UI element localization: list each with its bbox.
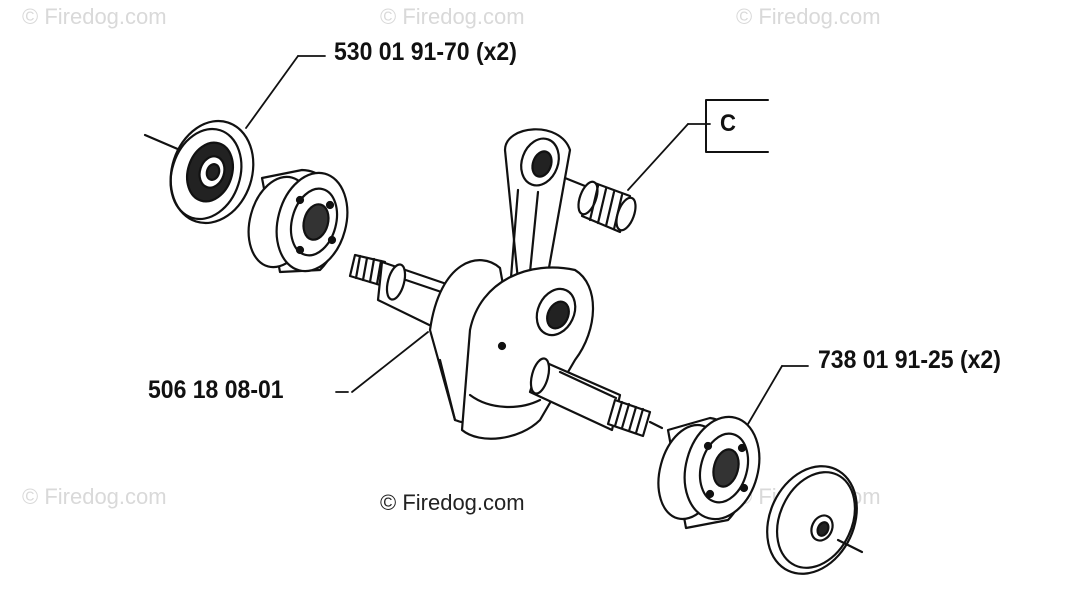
reference-letter: C xyxy=(720,110,736,137)
watermark: © Firedog.com xyxy=(22,484,167,509)
part-label-seal: 530 01 91-70 (x2) xyxy=(334,38,517,66)
axis-line xyxy=(143,133,182,152)
copyright-credit: © Firedog.com xyxy=(380,490,525,515)
leader-lines xyxy=(245,55,809,425)
bearing-left xyxy=(247,168,349,274)
thread-right xyxy=(606,398,664,438)
part-label-crankshaft: 506 18 08-01 xyxy=(148,376,284,404)
needle-bearing xyxy=(563,176,637,234)
watermark: © Firedog.com xyxy=(380,4,525,29)
bearing-right xyxy=(657,415,761,530)
reference-box xyxy=(705,99,769,153)
part-label-bearing: 738 01 91-25 (x2) xyxy=(818,346,1001,374)
watermark: © Firedog.com xyxy=(22,4,167,29)
seal-left xyxy=(169,119,255,225)
seal-right xyxy=(766,465,864,575)
crankshaft xyxy=(376,128,622,440)
watermark: © Firedog.com xyxy=(736,4,881,29)
